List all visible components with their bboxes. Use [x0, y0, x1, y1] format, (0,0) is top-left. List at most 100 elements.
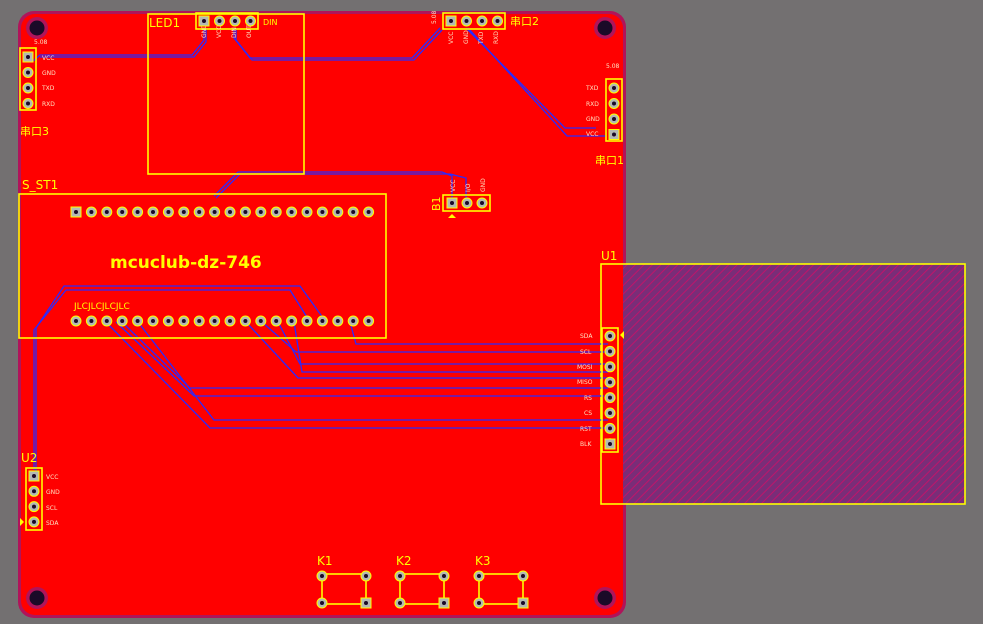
pad-hole — [351, 319, 356, 323]
uart1-pin-label: RXD — [586, 101, 599, 108]
pad-hole — [465, 201, 469, 205]
pad-hole — [32, 489, 36, 494]
u2-pin1-marker — [20, 518, 24, 526]
pad-hole — [181, 210, 186, 214]
pad-hole — [74, 210, 78, 214]
u1-pin-label: RS — [584, 395, 592, 402]
led1-designator: LED1 — [149, 16, 180, 30]
pad-hole — [450, 201, 454, 205]
u1-display-area — [623, 264, 965, 504]
led1-pin-label: DIN — [231, 27, 238, 38]
pad-hole — [464, 19, 469, 23]
board-title: mcuclub-dz-746 — [110, 253, 262, 273]
pad-hole — [608, 395, 612, 400]
pad-hole — [135, 210, 140, 214]
pad-hole — [521, 574, 525, 578]
pad-hole — [202, 19, 206, 23]
uart2-pin-label: TXD — [478, 31, 485, 45]
key-outline — [399, 573, 445, 605]
pad-hole — [320, 574, 324, 578]
pad-hole — [197, 319, 202, 323]
uart2-header-mark: 5.08 — [431, 10, 438, 24]
led1-pin-label: OUT — [246, 25, 253, 38]
b1-pin-label: VCC — [450, 180, 457, 192]
pad-hole — [217, 19, 222, 23]
pad-hole — [258, 319, 263, 323]
u1-designator: U1 — [601, 249, 617, 263]
uart1-pin-label: VCC — [586, 131, 598, 138]
uart2-footprint: 串口2 5.08 VCC GND TXD RXD — [431, 10, 539, 45]
key-designator: K3 — [475, 554, 491, 568]
b1-pin-label: GND — [480, 178, 487, 192]
uart3-header — [19, 47, 37, 111]
pad-hole — [305, 210, 309, 214]
pad-hole — [320, 319, 325, 323]
uart1-designator: 串口1 — [595, 154, 624, 167]
b1-pin-label: I/O — [465, 183, 472, 192]
pad-hole — [398, 601, 402, 605]
uart1-footprint: 5.08 串口1 TXD RXD GND VCC — [585, 63, 624, 167]
pad-hole — [274, 319, 279, 323]
uart2-pin-label: VCC — [448, 32, 455, 44]
led1-header — [195, 12, 259, 30]
u1-header — [601, 327, 619, 453]
uart1-pin-label: GND — [586, 116, 600, 123]
key-outline — [478, 573, 524, 605]
pad-hole — [89, 210, 94, 214]
pad-hole — [26, 101, 30, 106]
u2-footprint: U2 VCC GND SCL SDA — [20, 451, 60, 531]
u1-pin-label: SCL — [580, 349, 592, 356]
u2-designator: U2 — [21, 451, 37, 465]
pad-hole — [74, 319, 78, 323]
led1-footprint: LED1 DIN GND VCC DIN OUT — [147, 12, 305, 175]
pad-hole — [89, 319, 94, 323]
pad-hole — [233, 19, 237, 23]
key-designator: K1 — [317, 554, 333, 568]
uart3-pin-label: TXD — [41, 85, 55, 92]
pad-hole — [480, 201, 484, 205]
led1-pin-label: GND — [201, 24, 208, 38]
uart3-designator: 串口3 — [20, 125, 49, 138]
uart1-header — [605, 78, 623, 142]
pad-hole — [32, 504, 36, 509]
pad-hole — [258, 210, 263, 214]
pad-hole — [442, 574, 446, 578]
pad-hole — [612, 132, 616, 137]
pad-hole — [442, 601, 446, 605]
pad-hole — [366, 319, 371, 323]
pad-hole — [181, 319, 186, 323]
pad-hole — [120, 319, 125, 323]
pads — [22, 15, 620, 609]
b1-footprint: B1 VCC I/O GND — [430, 178, 491, 218]
uart1-header-mark: 5.08 — [606, 63, 620, 70]
pad-hole — [151, 210, 155, 214]
u2-header — [25, 467, 43, 531]
u2-pin-label: SDA — [46, 520, 59, 527]
uart2-designator: 串口2 — [510, 15, 539, 28]
pad-hole — [608, 426, 612, 431]
uart2-pin-label: GND — [463, 30, 470, 44]
u2-pin-label: SCL — [46, 505, 58, 512]
pad-hole — [612, 101, 616, 106]
pad-hole — [477, 601, 481, 605]
pad-hole — [612, 117, 616, 121]
pad-hole — [166, 210, 171, 214]
pad-hole — [32, 519, 36, 524]
pad-hole — [248, 19, 253, 23]
pad-hole — [228, 319, 232, 323]
mcu-designator: S_ST1 — [22, 178, 58, 192]
pad-hole — [228, 210, 232, 214]
u1-pin-label: RST — [580, 426, 592, 433]
pad-hole — [243, 210, 248, 214]
u2-pin-label: VCC — [46, 474, 58, 481]
pad-hole — [608, 411, 612, 415]
pad-hole — [151, 319, 155, 323]
pad-hole — [289, 319, 294, 323]
uart2-header — [442, 12, 506, 30]
uart1-pin-label: TXD — [585, 85, 599, 92]
pad-hole — [449, 19, 453, 23]
pad-hole — [197, 210, 202, 214]
pad-hole — [32, 474, 36, 478]
b1-header — [442, 194, 491, 212]
